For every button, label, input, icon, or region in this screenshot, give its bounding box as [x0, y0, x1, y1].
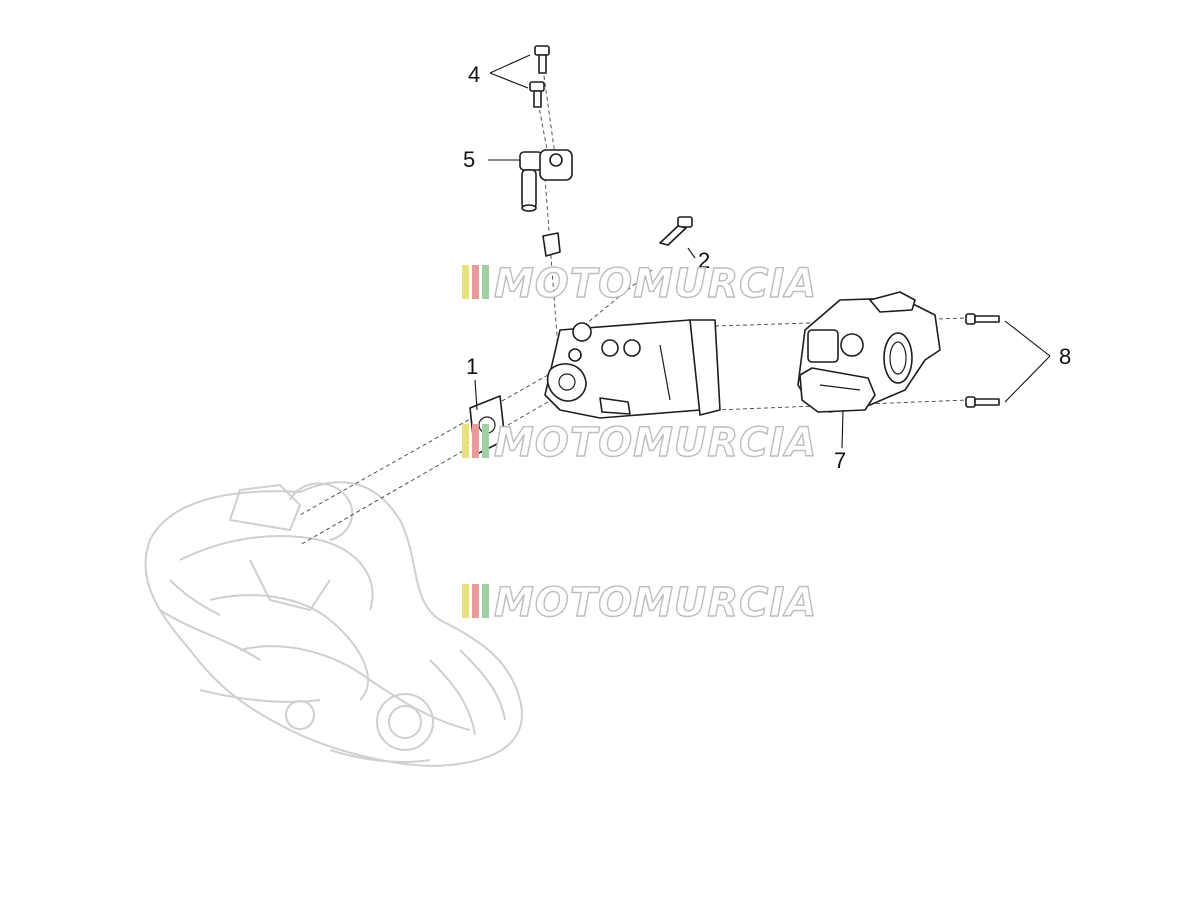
watermark-logo-top: MOTOMURCIA — [462, 260, 817, 308]
intake-manifold — [544, 319, 721, 419]
engine-ghost-drawing — [144, 481, 523, 767]
bolt-part-2 — [659, 216, 693, 246]
watermark-logo-bottom: MOTOMURCIA — [462, 579, 817, 627]
callout-8: 8 — [1059, 344, 1071, 369]
screw-part-8-upper — [965, 313, 1000, 325]
screw-part-4-upper — [534, 45, 550, 74]
callout-5: 5 — [463, 147, 475, 172]
sensor-part-5 — [519, 149, 573, 212]
callout-2: 2 — [698, 248, 710, 273]
watermark-text: MOTOMURCIA — [494, 261, 817, 307]
callout-1: 1 — [466, 354, 478, 379]
leader-lines — [474, 54, 1051, 449]
callout-labels: 1 2 4 5 7 8 — [463, 62, 1071, 473]
screw-part-4-lower — [529, 81, 545, 108]
clip-part — [542, 232, 561, 257]
watermark-text: MOTOMURCIA — [494, 420, 817, 466]
callout-7: 7 — [834, 448, 846, 473]
watermark-text: MOTOMURCIA — [494, 580, 817, 626]
screw-part-8-lower — [965, 396, 1000, 408]
throttle-body-part-7 — [797, 291, 941, 413]
watermark-logo-middle: MOTOMURCIA — [462, 419, 817, 467]
callout-4: 4 — [468, 62, 480, 87]
